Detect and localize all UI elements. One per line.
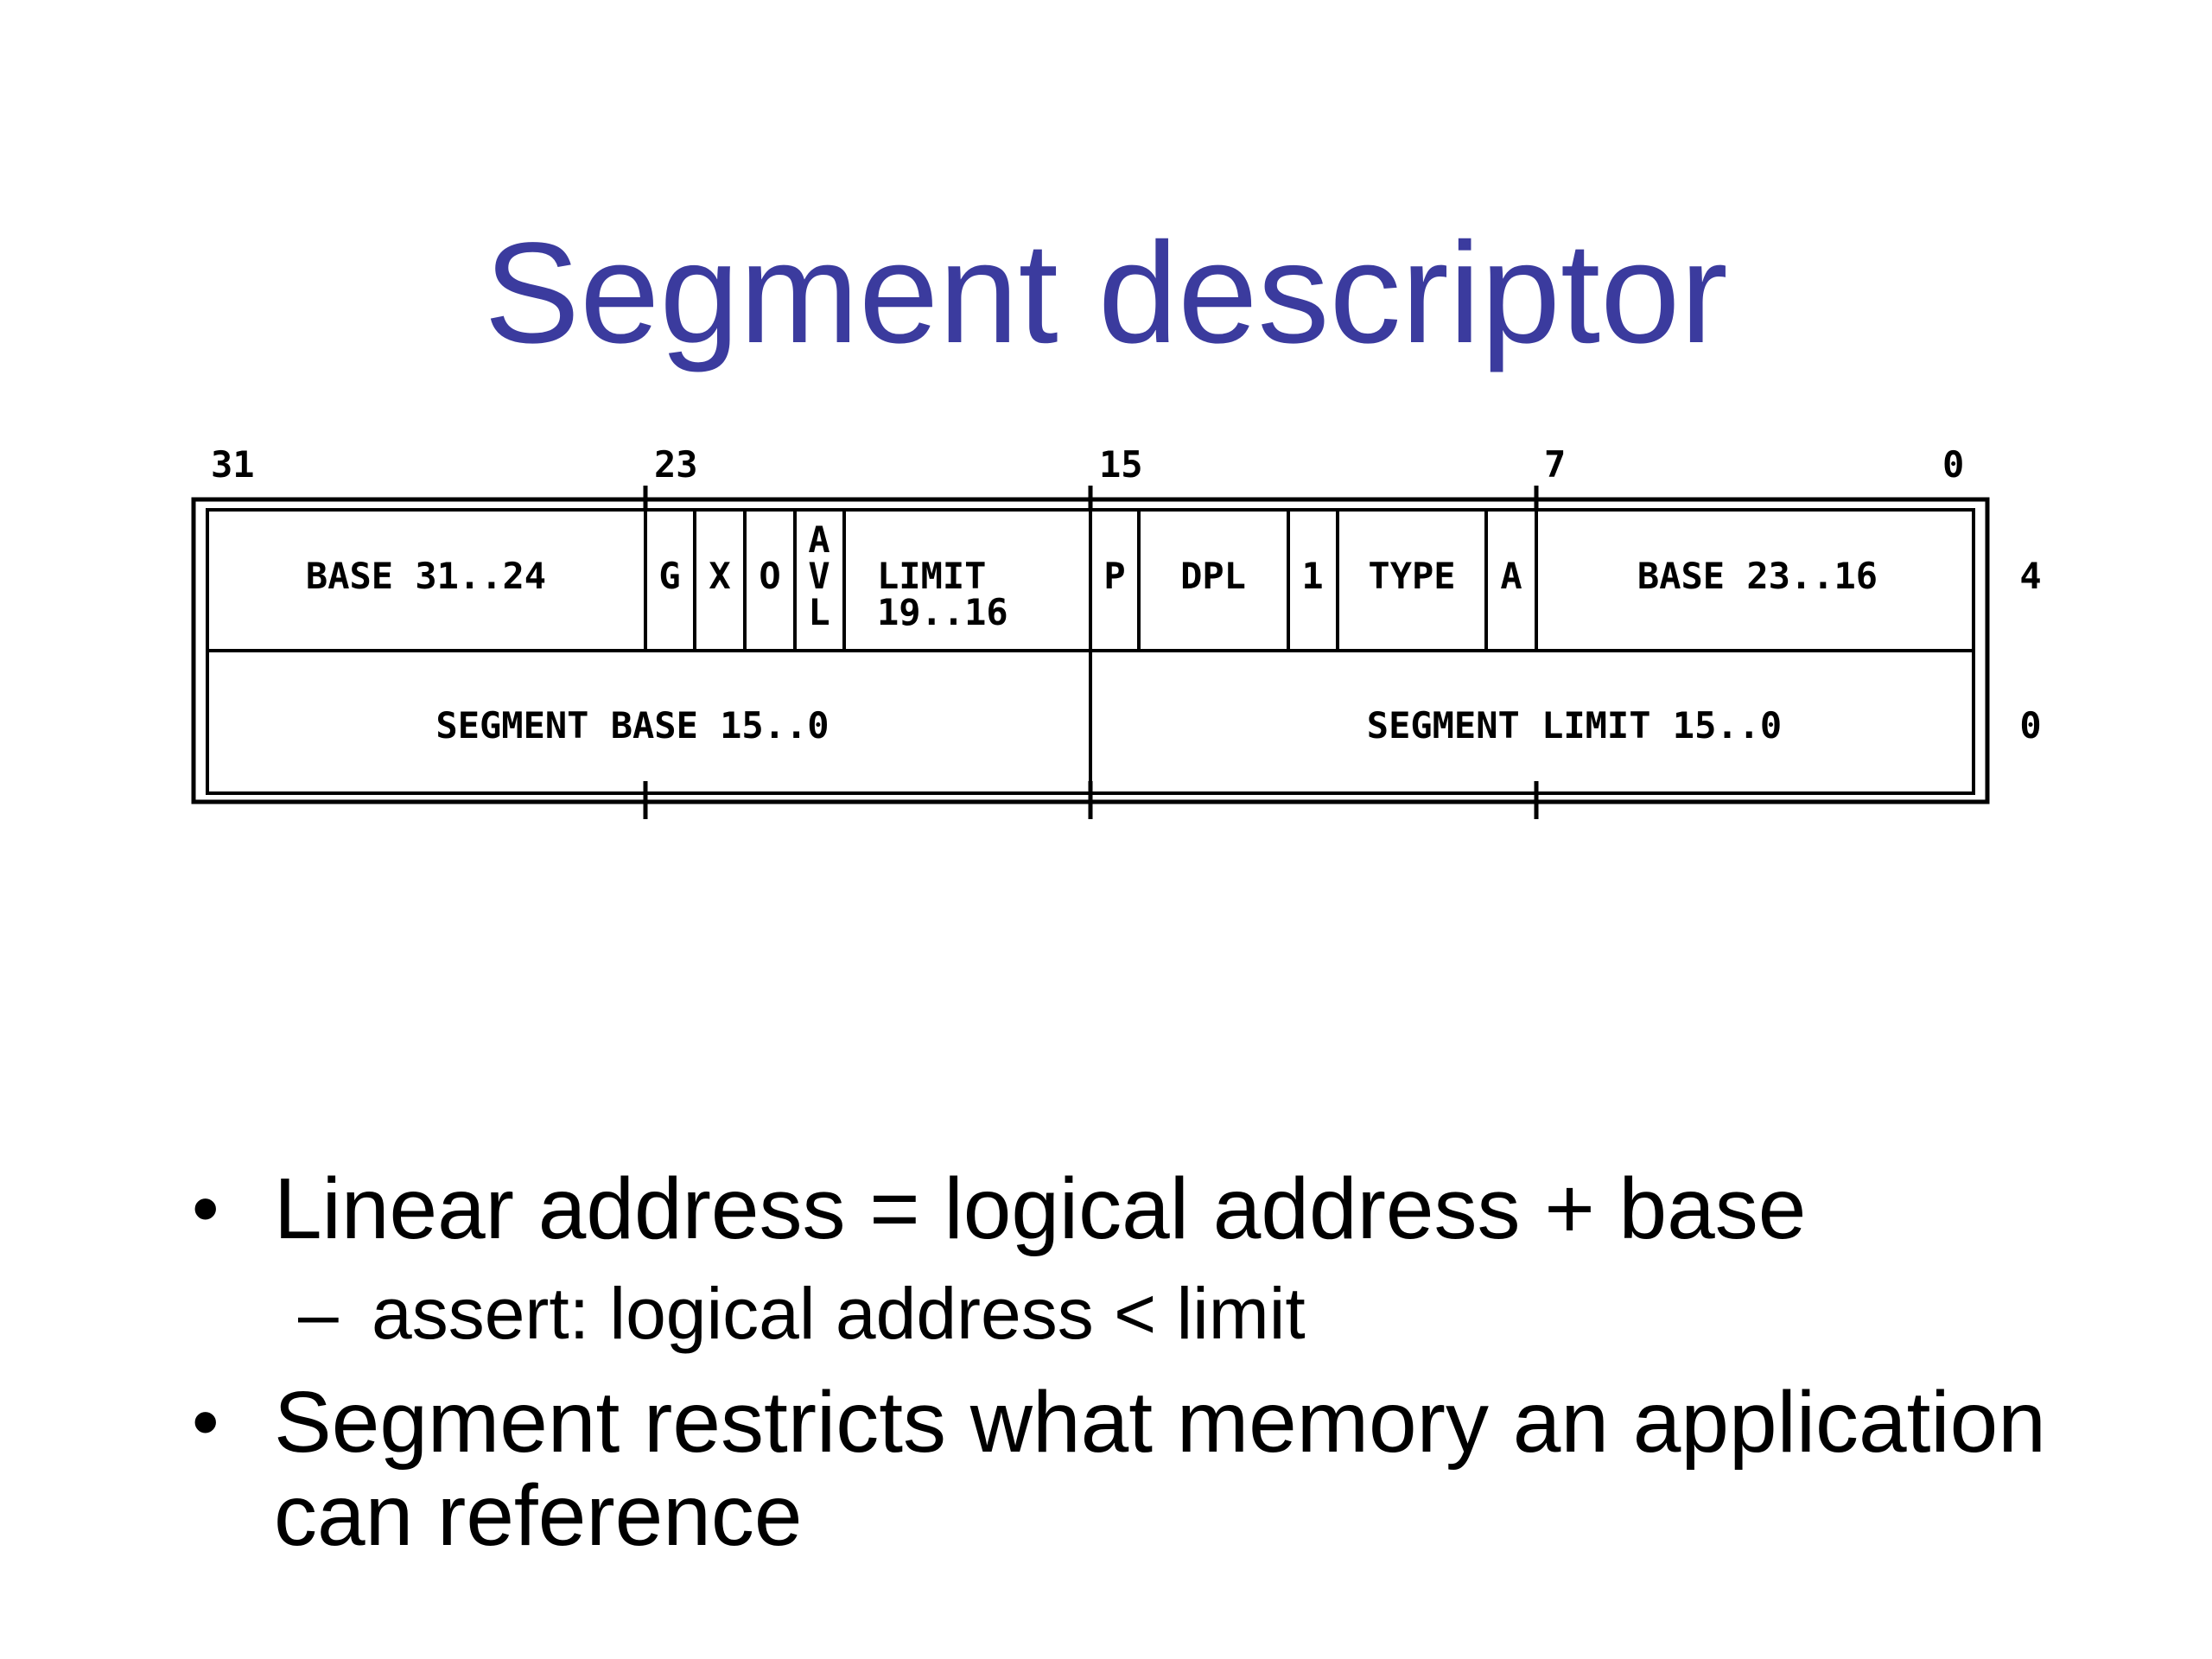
field-limit-label: LIMIT bbox=[877, 555, 986, 597]
row-label-0: 0 bbox=[2019, 704, 2041, 747]
field-g: G bbox=[658, 555, 680, 597]
field-a: A bbox=[1500, 555, 1522, 597]
field-dpl: DPL bbox=[1180, 555, 1246, 597]
inner-frame bbox=[206, 508, 1975, 795]
field-avl-a: A bbox=[808, 518, 830, 561]
bullet-item-segment-restricts: • Segment restricts what memory an appli… bbox=[0, 1376, 2212, 1566]
slide-title: Segment descriptor bbox=[484, 213, 1728, 373]
field-base-31-24: BASE 31..24 bbox=[306, 555, 546, 597]
bullet-text-line-2: can reference bbox=[274, 1467, 803, 1564]
outer-frame bbox=[191, 497, 1990, 804]
segment-descriptor-diagram: 31 23 15 7 0 BASE 31..24 G X O A V L LIM… bbox=[191, 443, 2042, 819]
sub-bullet-text: assert: logical address < limit bbox=[372, 1273, 1306, 1354]
field-p: P bbox=[1103, 555, 1125, 597]
field-type: TYPE bbox=[1368, 555, 1455, 597]
field-avl-l: L bbox=[808, 591, 830, 633]
bullet-text: Linear address = logical address + base bbox=[274, 1160, 1807, 1257]
bit-label-0: 0 bbox=[1942, 443, 1964, 486]
sub-bullet-marker: – bbox=[298, 1273, 339, 1354]
bullet-marker: • bbox=[192, 1166, 219, 1252]
bullet-item-linear-address: • Linear address = logical address + bas… bbox=[0, 1162, 2212, 1257]
field-segment-base: SEGMENT BASE 15..0 bbox=[435, 704, 829, 747]
bit-label-7: 7 bbox=[1544, 443, 1566, 486]
bullet-text-line-1: Segment restricts what memory an applica… bbox=[274, 1374, 2046, 1471]
field-x: X bbox=[709, 555, 730, 597]
bit-label-31: 31 bbox=[211, 443, 255, 486]
bit-label-23: 23 bbox=[654, 443, 698, 486]
field-one: 1 bbox=[1301, 555, 1323, 597]
field-base-23-16: BASE 23..16 bbox=[1637, 555, 1878, 597]
sub-bullet-assert: – assert: logical address < limit bbox=[0, 1272, 2212, 1355]
field-segment-limit: SEGMENT LIMIT 15..0 bbox=[1367, 704, 1782, 747]
bit-label-15: 15 bbox=[1099, 443, 1143, 486]
row-label-4: 4 bbox=[2019, 555, 2041, 597]
bullet-marker: • bbox=[192, 1379, 219, 1465]
field-avl-v: V bbox=[808, 555, 830, 597]
field-limit-range: 19..16 bbox=[877, 591, 1008, 633]
field-zero: O bbox=[759, 555, 780, 597]
